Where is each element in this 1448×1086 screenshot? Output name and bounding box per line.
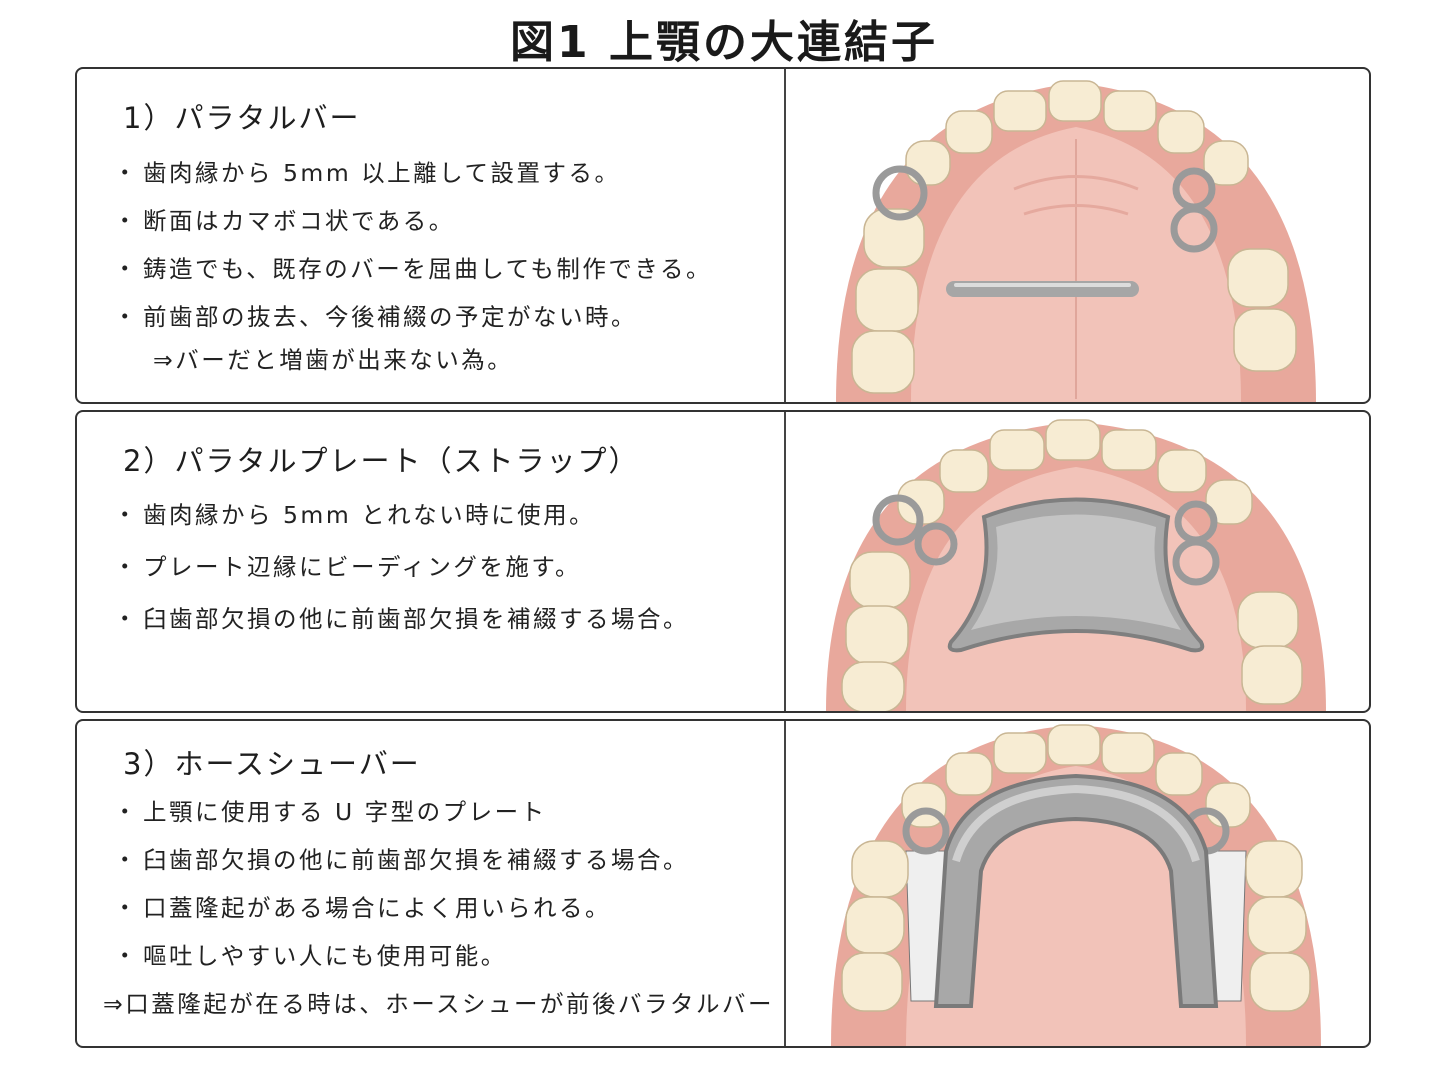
bullet-item: ・臼歯部欠損の他に前歯部欠損を補綴する場合。 [113,846,689,874]
panel-heading: 1）パラタルバー [123,101,361,135]
note-text: ⇒バーだと増歯が出来ない為。 [153,346,514,374]
figure-title: 図1 上顎の大連結子 [510,17,938,68]
bullet-item: ・前歯部の抜去、今後補綴の予定がない時。 [113,303,637,331]
bullet-item: ・嘔吐しやすい人にも使用可能。 [113,942,507,970]
panel-heading: 3）ホースシューバー [123,747,421,781]
illustration-palatal-plate [786,412,1369,711]
bullet-item: ・上顎に使用する U 字型のプレート [113,798,547,826]
panel-divider [784,412,786,711]
note-text: ⇒口蓋隆起が在る時は、ホースシューが前後バラタルバー [103,990,775,1018]
clasps [872,165,1218,253]
bullet-item: ・歯肉縁から 5mm とれない時に使用。 [113,501,596,529]
bullet-item: ・口蓋隆起がある場合によく用いられる。 [113,894,611,922]
bullet-list: ・上顎に使用する U 字型のプレート ・臼歯部欠損の他に前歯部欠損を補綴する場合… [113,788,689,980]
bullet-item: ・歯肉縁から 5mm 以上離して設置する。 [113,159,621,187]
horseshoe-bar [933,773,1219,1008]
bullet-item: ・鋳造でも、既存のバーを屈曲しても制作できる。 [113,255,712,283]
bullet-item: ・プレート辺縁にビーディングを施す。 [113,553,582,581]
panel-divider [784,721,786,1046]
bullet-item: ・臼歯部欠損の他に前歯部欠損を補綴する場合。 [113,605,689,633]
panel-heading: 2）パラタルプレート（ストラップ） [123,444,640,478]
teeth [841,419,1303,711]
bullet-list: ・歯肉縁から 5mm 以上離して設置する。 ・断面はカマボコ状である。 ・鋳造で… [113,149,712,341]
panel-horseshoe-bar: 3）ホースシューバー ・上顎に使用する U 字型のプレート ・臼歯部欠損の他に前… [75,719,1371,1048]
panel-palatal-bar: 1）パラタルバー ・歯肉縁から 5mm 以上離して設置する。 ・断面はカマボコ状… [75,67,1371,404]
panel-divider [784,69,786,402]
illustration-horseshoe-bar [786,721,1369,1046]
bullet-list: ・歯肉縁から 5mm とれない時に使用。 ・プレート辺縁にビーディングを施す。 … [113,489,689,645]
bullet-item: ・断面はカマボコ状である。 [113,207,455,235]
maxilla-arch [836,83,1316,402]
teeth [841,724,1311,1012]
illustration-palatal-bar [786,69,1369,402]
clasps [872,494,1220,586]
panel-palatal-plate: 2）パラタルプレート（ストラップ） ・歯肉縁から 5mm とれない時に使用。 ・… [75,410,1371,713]
